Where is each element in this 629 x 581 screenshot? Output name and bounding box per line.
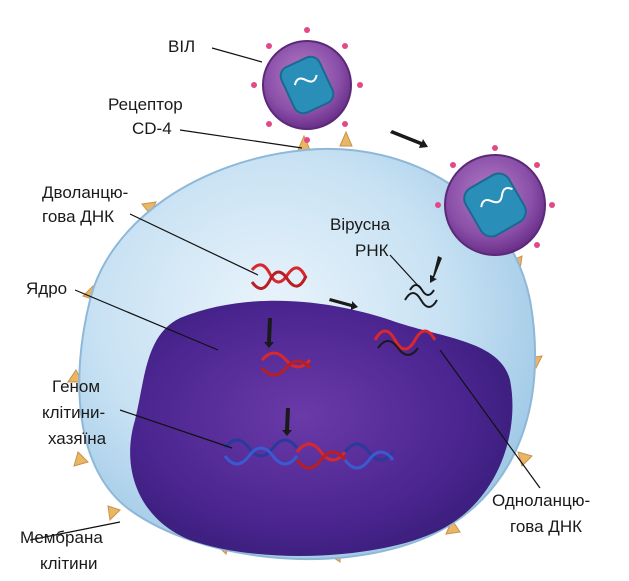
label-viral-rna-line2: РНК	[355, 241, 389, 260]
label-genome-line2: клітини-	[42, 403, 105, 422]
label-viral-rna-line1: Вірусна	[330, 215, 391, 234]
label-receptor-line1: Рецептор	[108, 95, 183, 114]
label-genome-line3: хазяїна	[48, 429, 107, 448]
label-vil: ВІЛ	[168, 37, 195, 56]
free-virus	[251, 27, 363, 143]
label-membrane-line1: Мембрана	[20, 528, 103, 547]
label-dsdna-line2: гова ДНК	[42, 207, 114, 226]
label-ssdna-line2: гова ДНК	[510, 517, 582, 536]
label-ssdna-line1: Одноланцю-	[492, 491, 590, 510]
label-membrane-line2: клітини	[40, 554, 98, 573]
label-dsdna-line1: Дволанцю-	[42, 183, 128, 202]
label-nucleus: Ядро	[26, 279, 67, 298]
nucleus	[130, 301, 512, 556]
label-receptor-line2: CD-4	[132, 119, 172, 138]
label-genome-line1: Геном	[52, 377, 100, 396]
